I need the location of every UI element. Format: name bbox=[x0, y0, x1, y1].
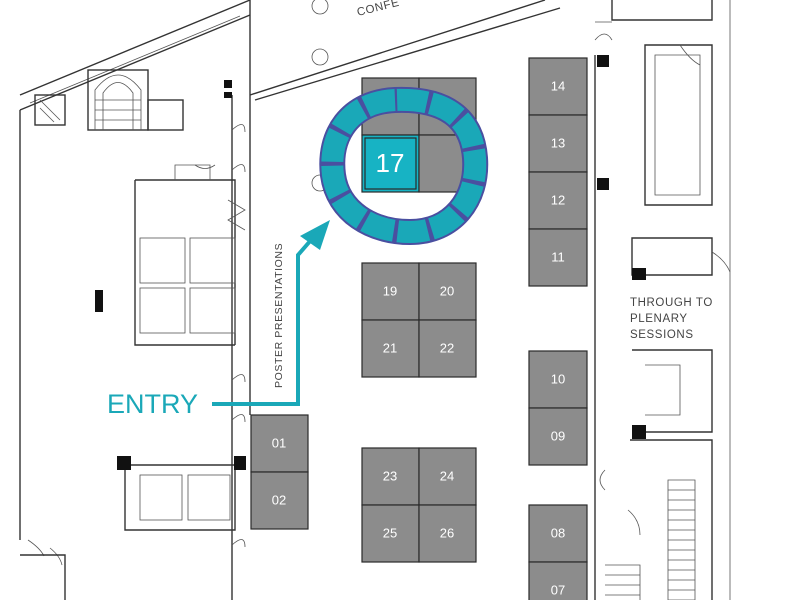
booth-25[interactable] bbox=[361, 504, 420, 563]
booth-14[interactable] bbox=[528, 57, 588, 116]
column-markers bbox=[95, 55, 646, 470]
booth-13[interactable] bbox=[528, 114, 588, 173]
booth-24[interactable] bbox=[418, 447, 477, 506]
booth-12[interactable] bbox=[528, 171, 588, 230]
booth-20[interactable] bbox=[418, 262, 477, 321]
booth-21[interactable] bbox=[361, 319, 420, 378]
booth-02[interactable] bbox=[250, 471, 309, 530]
booth-11[interactable] bbox=[528, 228, 588, 287]
floor-plan-walls bbox=[19, 0, 731, 600]
booth-group-19-22: 19 20 21 22 bbox=[361, 262, 477, 378]
booth-10[interactable] bbox=[528, 350, 588, 409]
entry-arrow-head bbox=[300, 220, 330, 250]
booth-23[interactable] bbox=[361, 447, 420, 506]
booth-column-left: 01 02 bbox=[250, 414, 309, 530]
booth-26[interactable] bbox=[418, 504, 477, 563]
booth-08[interactable] bbox=[528, 504, 588, 563]
entry-label: ENTRY bbox=[107, 389, 198, 419]
sessions-label: SESSIONS bbox=[630, 329, 694, 341]
conference-label: CONFE bbox=[356, 0, 401, 19]
booth-19[interactable] bbox=[361, 262, 420, 321]
plenary-label: PLENARY bbox=[630, 313, 688, 325]
through-to-label: THROUGH TO bbox=[630, 297, 713, 309]
booth-07[interactable] bbox=[528, 561, 588, 600]
booth-group-23-26: 23 24 25 26 bbox=[361, 447, 477, 563]
booth-22[interactable] bbox=[418, 319, 477, 378]
entry-arrow-line bbox=[212, 230, 320, 406]
booth-01[interactable] bbox=[250, 414, 309, 473]
booth-09[interactable] bbox=[528, 407, 588, 466]
poster-presentations-label: POSTER PRESENTATIONS bbox=[273, 243, 285, 388]
entry-route: ENTRY bbox=[107, 220, 330, 419]
booth-column-right: 14 13 12 11 10 09 08 07 bbox=[528, 57, 588, 600]
